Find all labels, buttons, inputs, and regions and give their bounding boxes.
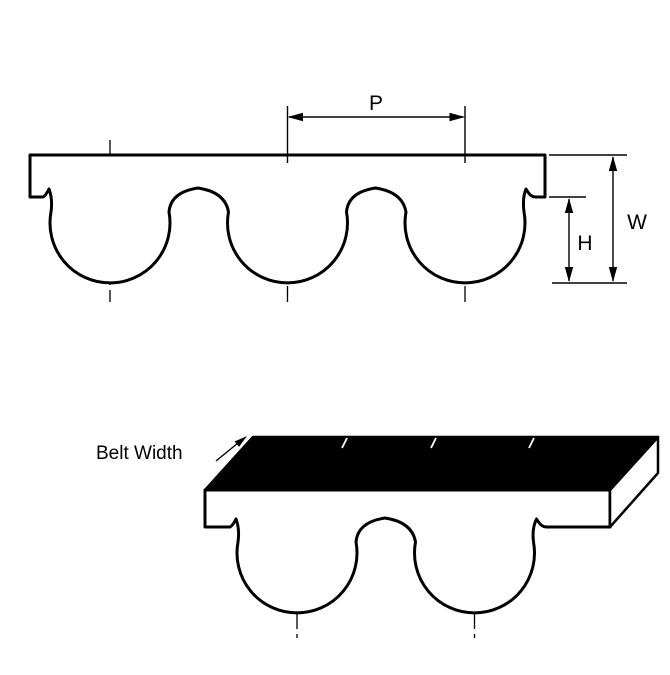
far-edge-notch — [341, 437, 348, 449]
tooth-height-label: H — [577, 232, 592, 255]
belt-top-face — [203, 435, 660, 492]
belt-width-label: Belt Width — [96, 443, 183, 464]
arrowhead-right-icon — [449, 112, 465, 122]
pitch-dimension: P — [286, 92, 466, 163]
arrowhead-down-icon — [608, 267, 618, 282]
far-edge-notch — [430, 437, 437, 449]
arrowhead-up-icon — [564, 198, 574, 213]
arrowhead-up-icon — [608, 156, 618, 171]
pitch-label: P — [369, 92, 383, 115]
belt-height-label: W — [627, 211, 647, 234]
belt-width-annotation: Belt Width — [96, 436, 247, 464]
tooth-height-dimension: H — [549, 196, 593, 282]
belt-3d-view: Belt Width — [96, 435, 660, 642]
belt-profile — [28, 153, 547, 285]
arrowhead-upright-icon — [234, 436, 247, 447]
arrowhead-down-icon — [564, 267, 574, 282]
belt-profile-3d — [203, 488, 612, 615]
overall-height-dimension: W — [549, 154, 647, 284]
arrowhead-left-icon — [287, 112, 303, 122]
far-edge-notch — [528, 437, 535, 449]
belt-cross-section: P W H — [28, 92, 647, 302]
belt-width-arrow-line — [215, 442, 239, 462]
